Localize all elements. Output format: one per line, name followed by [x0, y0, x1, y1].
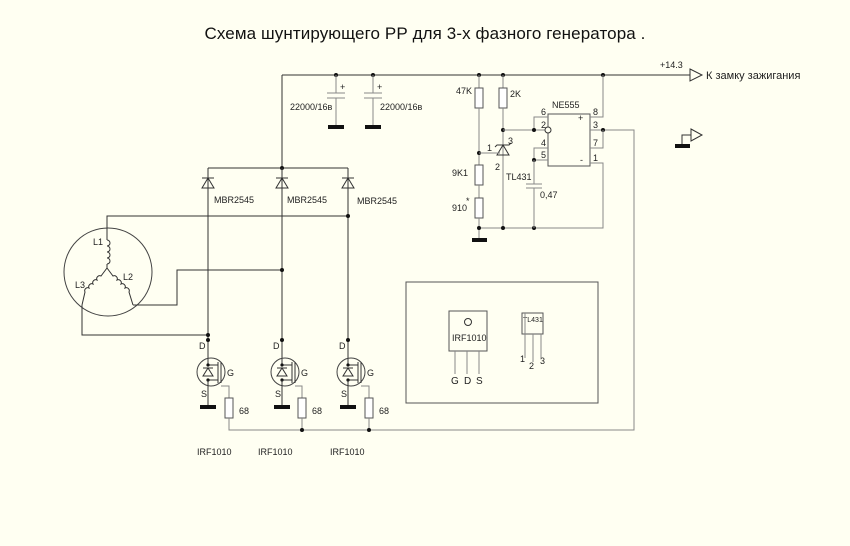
ground-icon: [365, 125, 381, 129]
ground-icon: [274, 405, 290, 409]
resistor-mark: *: [466, 196, 470, 206]
timer-pin-6: 6: [541, 107, 546, 117]
gate-resistor: [224, 397, 234, 419]
schematic-title: Схема шунтирующего РР для 3-х фазного ге…: [204, 24, 646, 43]
capacitor-c1: + 22000/16в: [290, 75, 345, 129]
capacitor-c2: + 22000/16в: [364, 75, 423, 129]
diode-label: MBR2545: [287, 195, 327, 205]
tl431-symbol: [496, 144, 510, 156]
capacitor-label: 22000/16в: [380, 102, 423, 112]
timer-pin-8: 8: [593, 107, 598, 117]
timer-pin-1: 1: [593, 153, 598, 163]
resistor-910: [474, 197, 484, 219]
gate-label: G: [227, 368, 234, 378]
mosfet-label: IRF1010: [197, 447, 232, 457]
gate-resistor: [297, 397, 307, 419]
mosfet-label: IRF1010: [330, 447, 365, 457]
voltage-label: +14.3: [660, 60, 683, 70]
diode-bank: MBR2545 MBR2545 MBR2545: [201, 166, 397, 340]
capacitor-label: 0,47: [540, 190, 558, 200]
drain-label: D: [339, 341, 346, 351]
ground-flag-icon: [675, 128, 704, 148]
resistor-label: 910: [452, 203, 467, 213]
resistor-label: 47K: [456, 86, 472, 96]
drain-label: D: [273, 341, 280, 351]
gate-label: G: [301, 368, 308, 378]
timer-pin-3: 3: [593, 120, 598, 130]
timer-plus: +: [578, 113, 583, 123]
winding-label-l3: L3: [75, 280, 85, 290]
package-label: IRF1010: [452, 333, 487, 343]
ne555-timer: NE555 6 2 4 5 0,47 8 3 7 1 + -: [503, 75, 605, 228]
source-label: S: [201, 389, 207, 399]
output-arrow-icon: [689, 68, 704, 82]
gate-label: G: [367, 368, 374, 378]
timer-pin-5: 5: [541, 150, 546, 160]
ground-icon: [328, 125, 344, 129]
ground-icon: [472, 238, 487, 242]
irf1010-package: IRF1010 G D S: [448, 310, 488, 387]
source-label: S: [275, 389, 281, 399]
gate-resistor-label: 68: [312, 406, 322, 416]
winding-label-l1: L1: [93, 237, 103, 247]
pin-label: D: [464, 376, 471, 387]
pinout-legend: IRF1010 G D S TL431 1 2 3: [405, 281, 599, 404]
diode-d1: MBR2545: [201, 168, 254, 340]
pin-label: 1: [520, 354, 525, 364]
package-label: TL431: [523, 317, 543, 324]
tl431-pin-3: 3: [508, 136, 513, 146]
source-label: S: [341, 389, 347, 399]
pin-label: 3: [540, 356, 545, 366]
resistor-47k: [474, 87, 484, 109]
resistor-9k1: [474, 164, 484, 186]
gate-bus: [228, 129, 635, 432]
pin-label: G: [451, 376, 459, 387]
ground-icon: [340, 405, 356, 409]
gate-resistor: [364, 397, 374, 419]
gate-resistor-label: 68: [239, 406, 249, 416]
diode-label: MBR2545: [214, 195, 254, 205]
tl431-pin-1: 1: [487, 143, 492, 153]
tl431-pin-2: 2: [495, 162, 500, 172]
mosfet-label: IRF1010: [258, 447, 293, 457]
pullup-and-shunt: 2K 3 1 2 TL431: [477, 75, 604, 230]
drain-label: D: [199, 341, 206, 351]
timer-label: NE555: [552, 100, 580, 110]
resistor-2k: [498, 87, 508, 109]
timer-minus: -: [580, 155, 583, 165]
diode-d2: MBR2545: [275, 168, 327, 340]
timer-pin-2: 2: [541, 120, 546, 130]
timer-pin-4: 4: [541, 138, 546, 148]
resistor-label: 9K1: [452, 168, 468, 178]
capacitor-polarity: +: [340, 82, 345, 92]
gate-resistor-label: 68: [379, 406, 389, 416]
tl431-package: TL431 1 2 3: [520, 312, 545, 371]
generator: L1 L2 L3: [63, 214, 350, 337]
voltage-divider: 47K 9K1 910 *: [452, 75, 487, 242]
ground-icon: [200, 405, 216, 409]
pin-label: S: [476, 376, 483, 387]
resistor-label: 2K: [510, 89, 521, 99]
output-label: К замку зажигания: [706, 70, 800, 82]
capacitor-label: 22000/16в: [290, 102, 333, 112]
tl431-label: TL431: [506, 172, 532, 182]
timer-pin-7: 7: [593, 138, 598, 148]
diode-d3: MBR2545: [341, 168, 397, 340]
capacitor-polarity: +: [377, 82, 382, 92]
pin-label: 2: [529, 361, 534, 371]
diode-label: MBR2545: [357, 196, 397, 206]
winding-label-l2: L2: [123, 272, 133, 282]
